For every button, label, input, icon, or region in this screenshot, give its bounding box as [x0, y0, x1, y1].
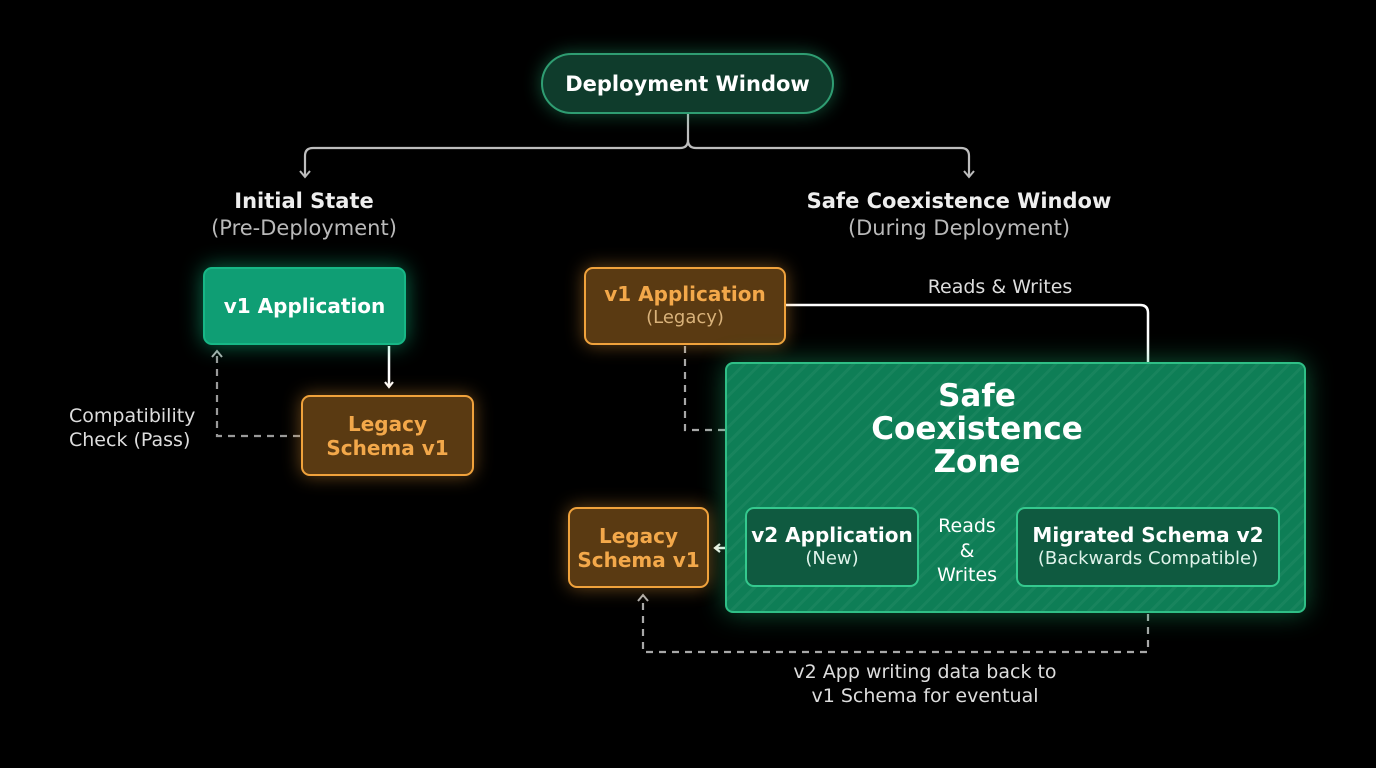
safe-coexistence-zone-title: Safe Coexistence Zone	[857, 380, 1097, 479]
v2-reads-writes-line3: Writes	[936, 564, 998, 586]
coexistence-window-heading: Safe Coexistence Window (During Deployme…	[799, 188, 1119, 242]
coexist-legacy-schema-line1: Legacy	[598, 523, 678, 548]
v2-reads-writes-label: Reads & Writes	[928, 514, 1006, 588]
initial-legacy-schema-node: Legacy Schema v1	[301, 395, 474, 476]
v2-application-node: v2 Application (New)	[745, 507, 919, 587]
coexistence-window-subtitle: (During Deployment)	[847, 216, 1071, 240]
writeback-line1: v2 App writing data back to	[793, 661, 1057, 683]
v2-application-label: v2 Application	[751, 523, 913, 547]
compatibility-check-line2: Check (Pass)	[69, 429, 191, 451]
initial-v1-application-label: v1 Application	[223, 294, 386, 318]
migrated-schema-sublabel: (Backwards Compatible)	[1037, 548, 1259, 569]
coexist-v1-application-label: v1 Application	[604, 282, 766, 306]
writeback-line2: v1 Schema for eventual	[811, 685, 1039, 707]
v2-application-sublabel: (New)	[805, 548, 859, 569]
initial-state-title: Initial State	[234, 189, 374, 213]
initial-legacy-schema-line1: Legacy	[347, 411, 427, 436]
migrated-schema-label: Migrated Schema v2	[1032, 523, 1264, 547]
coexistence-window-title: Safe Coexistence Window	[806, 189, 1112, 213]
initial-v1-application-node: v1 Application	[203, 267, 406, 345]
deployment-window-node: Deployment Window	[541, 53, 834, 114]
coexist-legacy-schema-line2: Schema v1	[577, 547, 700, 572]
v2-reads-writes-line1: Reads	[938, 515, 996, 537]
initial-state-subtitle: (Pre-Deployment)	[211, 216, 397, 240]
zone-title-line1: Safe	[938, 378, 1016, 414]
compatibility-check-line1: Compatibility	[69, 405, 196, 427]
coexist-v1-application-sublabel: (Legacy)	[646, 307, 724, 328]
compatibility-check-arrow	[211, 349, 300, 438]
initial-legacy-schema-line2: Schema v1	[326, 435, 449, 460]
initial-state-heading: Initial State (Pre-Deployment)	[184, 188, 424, 242]
zone-title-line3: Zone	[933, 444, 1021, 480]
compatibility-check-label: Compatibility Check (Pass)	[69, 404, 209, 452]
coexist-legacy-schema-node: Legacy Schema v1	[568, 507, 709, 588]
writeback-label: v2 App writing data back to v1 Schema fo…	[760, 660, 1090, 708]
reads-writes-label: Reads & Writes	[927, 276, 1073, 298]
coexist-v1-application-node: v1 Application (Legacy)	[584, 267, 786, 345]
v2-reads-writes-line2: &	[959, 539, 975, 562]
deployment-window-label: Deployment Window	[565, 71, 810, 96]
split-connector	[299, 114, 975, 179]
migrated-schema-node: Migrated Schema v2 (Backwards Compatible…	[1016, 507, 1280, 587]
zone-title-line2: Coexistence	[871, 411, 1083, 447]
